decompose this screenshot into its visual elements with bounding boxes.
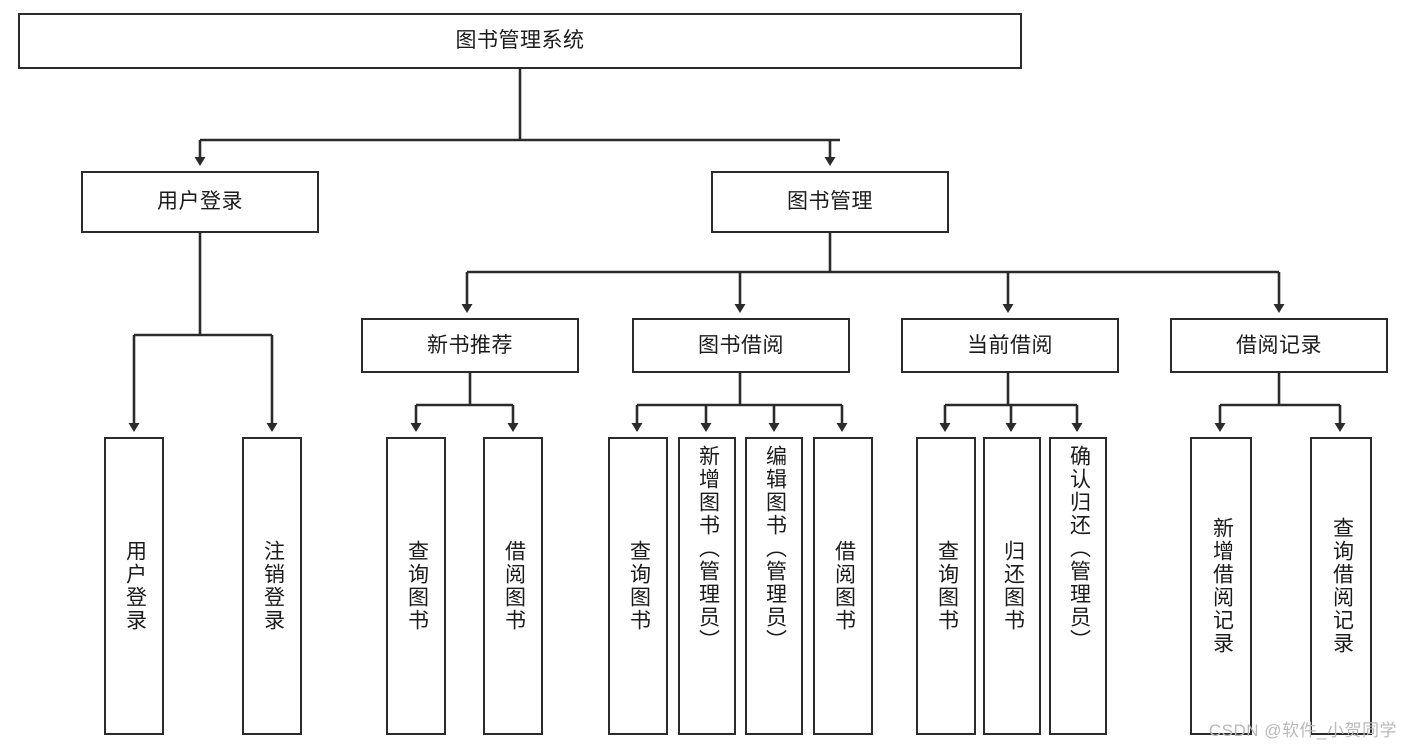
node-leaf-label: 查询借阅记录: [1330, 517, 1354, 655]
node-book-management-label: 图书管理: [787, 190, 873, 214]
node-leaf-query-book-a[interactable]: 查询图书: [386, 437, 446, 735]
node-book-borrow[interactable]: 图书借阅: [632, 318, 850, 373]
node-leaf-label: 归还图书: [1001, 540, 1025, 632]
node-new-book-recommend-label: 新书推荐: [427, 333, 513, 357]
node-leaf-return-book[interactable]: 归还图书: [983, 437, 1041, 735]
node-leaf-label: 用户登录: [123, 540, 147, 632]
node-leaf-label: 借阅图书: [832, 540, 856, 632]
node-leaf-logout[interactable]: 注销登录: [242, 437, 302, 735]
node-borrow-records[interactable]: 借阅记录: [1170, 318, 1388, 373]
node-leaf-label: 查询图书: [935, 540, 959, 632]
node-leaf-label: 查询图书: [627, 540, 651, 632]
node-book-management[interactable]: 图书管理: [711, 171, 949, 233]
node-leaf-label: 借阅图书: [502, 540, 526, 632]
node-leaf-borrow-book-b[interactable]: 借阅图书: [813, 437, 873, 735]
node-leaf-borrow-book-a[interactable]: 借阅图书: [483, 437, 543, 735]
node-leaf-query-borrow-record[interactable]: 查询借阅记录: [1310, 437, 1372, 735]
node-leaf-edit-book-admin[interactable]: 编辑图书（管理员）: [745, 437, 803, 735]
node-leaf-query-book-c[interactable]: 查询图书: [916, 437, 976, 735]
node-book-borrow-label: 图书借阅: [698, 333, 784, 357]
node-user-login[interactable]: 用户登录: [81, 171, 319, 233]
node-new-book-recommend[interactable]: 新书推荐: [361, 318, 579, 373]
node-current-borrow-label: 当前借阅: [967, 333, 1053, 357]
node-current-borrow[interactable]: 当前借阅: [901, 318, 1119, 373]
node-leaf-label: 确认归还（管理员）: [1067, 445, 1091, 652]
node-root-label: 图书管理系统: [455, 29, 585, 53]
node-leaf-query-book-b[interactable]: 查询图书: [608, 437, 668, 735]
node-leaf-label: 查询图书: [405, 540, 429, 632]
node-leaf-label: 编辑图书（管理员）: [763, 445, 787, 652]
node-leaf-label: 新增借阅记录: [1210, 517, 1234, 655]
node-leaf-label: 注销登录: [261, 540, 285, 632]
node-leaf-add-book-admin[interactable]: 新增图书（管理员）: [678, 437, 736, 735]
node-borrow-records-label: 借阅记录: [1236, 333, 1322, 357]
node-leaf-label: 新增图书（管理员）: [696, 445, 720, 652]
node-leaf-confirm-return-admin[interactable]: 确认归还（管理员）: [1049, 437, 1107, 735]
node-user-login-label: 用户登录: [157, 190, 243, 214]
node-leaf-user-login[interactable]: 用户登录: [104, 437, 164, 735]
node-leaf-add-borrow-record[interactable]: 新增借阅记录: [1190, 437, 1252, 735]
node-root[interactable]: 图书管理系统: [18, 13, 1022, 69]
